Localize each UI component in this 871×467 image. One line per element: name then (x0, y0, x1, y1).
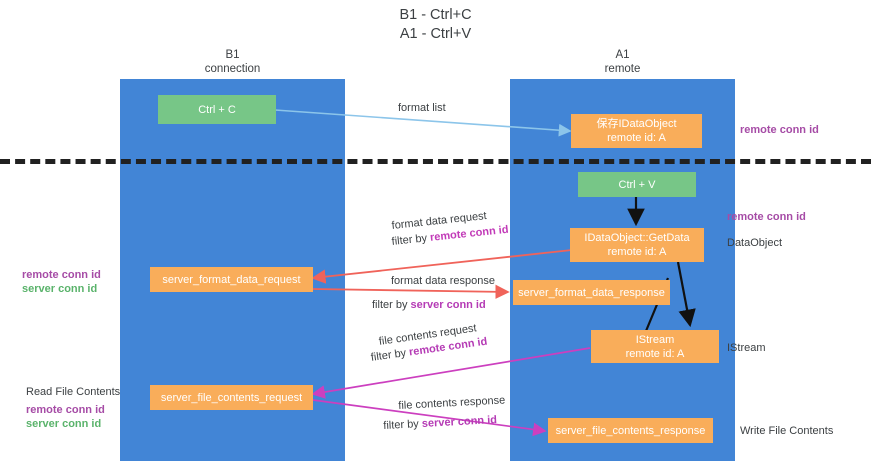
node-istream[interactable]: IStream remote id: A (591, 330, 719, 363)
page-title: B1 - Ctrl+C A1 - Ctrl+V (399, 7, 472, 42)
node-server-file-contents-response[interactable]: server_file_contents_response (548, 418, 713, 443)
node-getdata-line2: remote id: A (607, 246, 667, 258)
annotation-left-remote-conn-id-bottom: remote conn id (26, 404, 105, 416)
node-ctrl-c-label: Ctrl + C (198, 103, 236, 116)
node-server-file-contents-response-label: server_file_contents_response (555, 424, 706, 437)
edge-label-file-contents-response-filter: filter by server conn id (383, 413, 497, 433)
lane-header-b1: B1 connection (204, 49, 261, 75)
annotation-left-remote-conn-id-mid: remote conn id (22, 269, 101, 281)
filter-key-server-conn-id-2: server conn id (421, 414, 498, 430)
node-server-format-data-response[interactable]: server_format_data_response (513, 280, 670, 305)
annotation-write-file-contents: Write File Contents (740, 425, 834, 437)
annotation-left-server-conn-id-mid: server conn id (22, 283, 98, 295)
edge-label-format-data-response-filter: filter by server conn id (372, 298, 486, 312)
filter-prefix-3: filter by (370, 346, 410, 364)
node-istream-line1: IStream (635, 333, 675, 346)
edge-label-file-contents-response: file contents response (398, 394, 506, 412)
node-ctrl-c[interactable]: Ctrl + C (158, 95, 276, 124)
annotation-remote-conn-id-mid: remote conn id (727, 211, 806, 223)
annotation-istream: IStream (727, 342, 766, 354)
filter-key-server-conn-id-1: server conn id (410, 299, 486, 311)
annotation-dataobject: DataObject (727, 237, 783, 249)
edge-label-format-list: format list (398, 102, 446, 114)
annotation-read-file-contents: Read File Contents (26, 386, 121, 398)
annotation-remote-conn-id-top: remote conn id (740, 124, 819, 136)
edge-label-format-data-response: format data response (391, 275, 495, 287)
annotation-left-server-conn-id-bottom: server conn id (26, 418, 102, 430)
node-save-idataobject-line1: 保存IDataObject (596, 118, 677, 130)
node-server-file-contents-request-label: server_file_contents_request (160, 391, 303, 404)
filter-prefix-1: filter by (391, 231, 431, 248)
node-server-format-data-request-label: server_format_data_request (162, 273, 301, 286)
filter-prefix-4: filter by (383, 417, 423, 432)
node-server-format-data-response-label: server_format_data_response (518, 286, 665, 299)
node-save-idataobject[interactable]: 保存IDataObject remote id: A (571, 114, 702, 148)
node-getdata[interactable]: IDataObject::GetData remote id: A (570, 228, 704, 262)
node-server-format-data-request[interactable]: server_format_data_request (150, 267, 313, 292)
lane-header-a1: A1 remote (604, 49, 641, 75)
node-getdata-line1: IDataObject::GetData (584, 232, 690, 244)
node-ctrl-v-label: Ctrl + V (618, 178, 656, 191)
node-istream-line2: remote id: A (625, 347, 685, 360)
filter-prefix-2: filter by (372, 299, 411, 311)
section-divider (0, 159, 871, 164)
node-save-idataobject-line2: remote id: A (607, 132, 666, 144)
node-ctrl-v[interactable]: Ctrl + V (578, 172, 696, 197)
node-server-file-contents-request[interactable]: server_file_contents_request (150, 385, 313, 410)
